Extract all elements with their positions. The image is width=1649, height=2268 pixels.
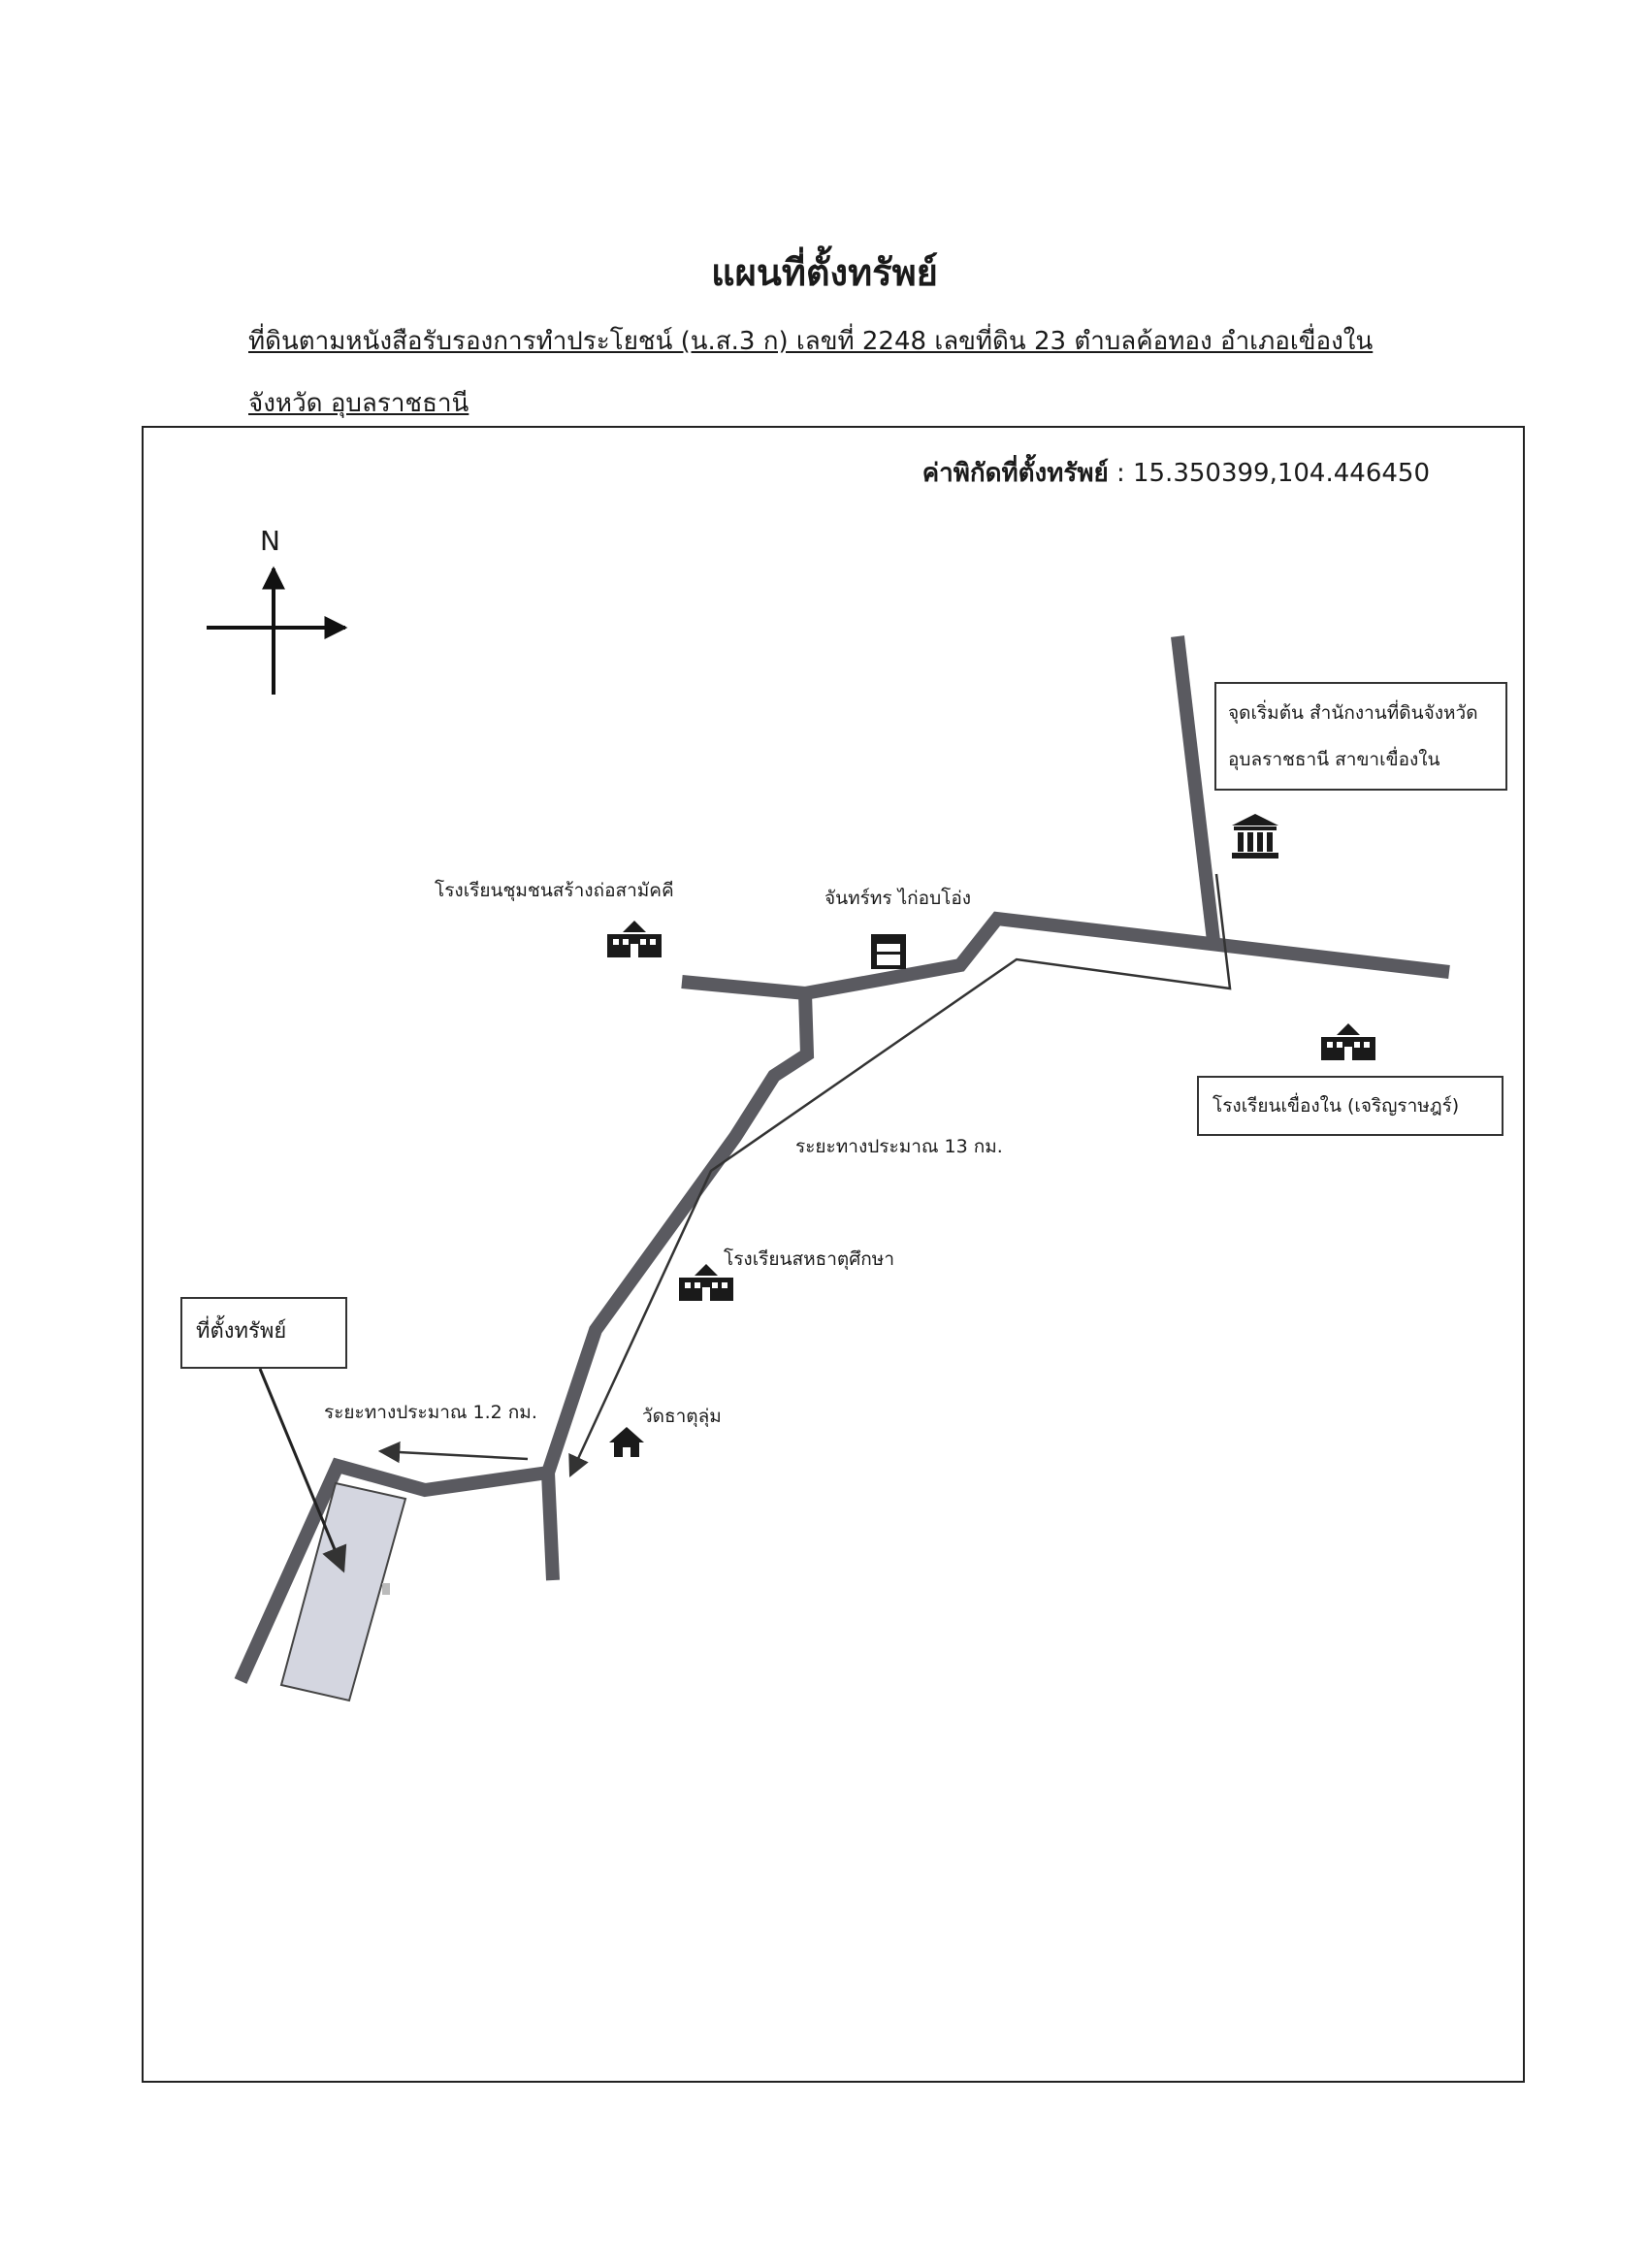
start-point-box: จุดเริ่มต้น สำนักงานที่ดินจังหวัด อุบลรา… — [1214, 682, 1507, 791]
road-to-temple — [541, 992, 815, 1475]
house-icon — [609, 1427, 644, 1457]
sahathat-school-label: โรงเรียนสหธาตุศึกษา — [724, 1248, 894, 1270]
coordinates-readout: ค่าพิกัดที่ตั้งทรัพย์ : 15.350399,104.44… — [922, 453, 1430, 493]
school-icon — [1321, 1023, 1375, 1060]
compass-icon — [207, 566, 348, 695]
property-parcel — [279, 1481, 407, 1702]
coordinates-value: : 15.350399,104.446450 — [1116, 459, 1430, 488]
road-south-stub — [541, 1472, 560, 1581]
distance-13km-label: ระยะทางประมาณ 13 กม. — [795, 1136, 1003, 1157]
coordinates-label: ค่าพิกัดที่ตั้งทรัพย์ — [922, 459, 1109, 488]
school-icon — [607, 921, 662, 957]
north-label: N — [260, 525, 280, 557]
government-building-icon — [1232, 814, 1278, 859]
property-pointer-arrow — [258, 1368, 347, 1573]
road-north-south — [1171, 635, 1221, 950]
map-title: แผนที่ตั้งทรัพย์ — [711, 251, 938, 294]
route-arrow-1-2km — [377, 1441, 529, 1464]
school-icon — [679, 1264, 733, 1301]
temple-label: วัดธาตุลุ่ม — [642, 1406, 722, 1427]
shop-icon — [871, 934, 906, 969]
distance-1-2km-label: ระยะทางประมาณ 1.2 กม. — [324, 1402, 537, 1423]
shop-label: จันทร์ทร ไก่อบโอ่ง — [824, 888, 972, 909]
main-road-east-west — [681, 911, 1450, 1001]
community-school-label: โรงเรียนชุมชนสร้างถ่อสามัคคี — [435, 880, 674, 901]
road-network — [234, 635, 1450, 1684]
map-canvas — [207, 566, 1450, 1702]
parcel-marker — [382, 1583, 390, 1595]
property-location-box: ที่ตั้งทรัพย์ — [180, 1297, 347, 1369]
road-to-property — [234, 1457, 549, 1684]
map-frame: ค่าพิกัดที่ตั้งทรัพย์ : 15.350399,104.44… — [142, 426, 1525, 2083]
route-arrow-13km — [568, 873, 1232, 1478]
map-subtitle: ที่ดินตามหนังสือรับรองการทำประโยชน์ (น.ส… — [248, 327, 1374, 418]
khueangnai-school-box: โรงเรียนเขื่องใน (เจริญราษฎร์) — [1197, 1076, 1504, 1136]
